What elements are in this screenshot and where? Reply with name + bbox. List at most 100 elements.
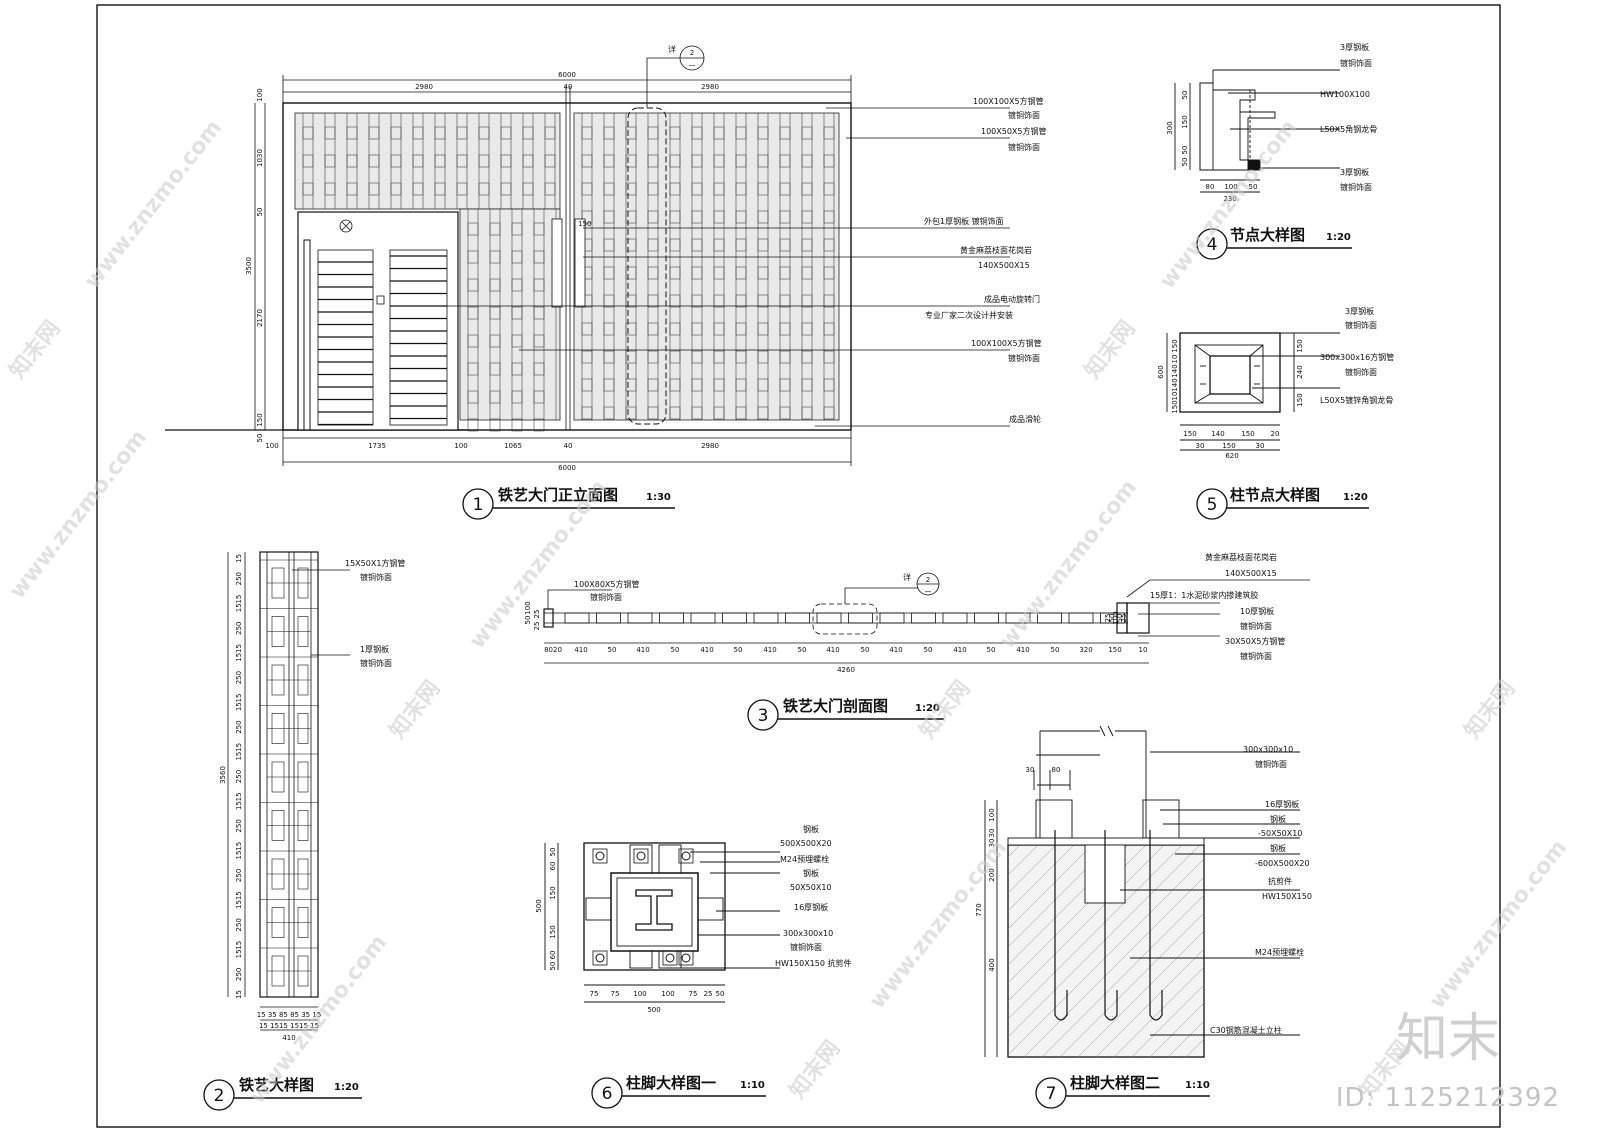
lattice-cell xyxy=(823,406,835,420)
section3-callout-sub: — xyxy=(925,587,932,595)
elevation-dim-top: 2980 xyxy=(415,83,433,91)
detail2-dim-right: 15 xyxy=(235,603,243,612)
lattice-cell xyxy=(691,378,703,392)
section-bar xyxy=(848,612,873,624)
lattice-cell xyxy=(603,322,615,336)
detail7-drawing xyxy=(984,725,1300,1058)
lattice-cell xyxy=(757,126,769,140)
section3-dim: 410 xyxy=(636,646,649,654)
detail7-labels: 300x300x10 镀铜饰面 16厚钢板 钢板 -50X50X10 钢板 -6… xyxy=(975,745,1312,1035)
lattice-cell xyxy=(779,322,791,336)
lattice-cell xyxy=(489,222,501,236)
lattice-cell xyxy=(823,126,835,140)
detail6-note: 16厚钢板 xyxy=(794,902,828,912)
elevation-dim-bottom: 2980 xyxy=(701,442,719,450)
section-bar xyxy=(659,612,684,624)
hatch-line xyxy=(1131,984,1204,1057)
anchor-bar xyxy=(1104,830,1118,1021)
section3-dim: 8020 xyxy=(544,646,562,654)
section-bar xyxy=(1100,612,1125,624)
lattice-cell xyxy=(390,182,402,196)
hatch-line xyxy=(1008,845,1057,894)
detail2-dim-right: 250 xyxy=(235,918,243,931)
elevation-dim-left: 50 xyxy=(256,434,264,443)
lattice-cell xyxy=(625,126,637,140)
section3-note: 黄金麻荔枝面花岗岩 xyxy=(1205,552,1277,562)
detail6-dim-bottom-total: 500 xyxy=(647,1006,660,1014)
anchor-bolts xyxy=(1054,830,1163,1021)
drawing-titles: 1 铁艺大门正立面图 1:30 2 铁艺大样图 1:20 3 铁艺大门剖面图 1… xyxy=(203,226,1369,1111)
hatch-line xyxy=(1008,845,1183,1020)
lattice-cell xyxy=(779,350,791,364)
hatch-line xyxy=(1008,858,1204,1056)
elevation-note: 专业厂家二次设计并安装 xyxy=(925,310,1013,320)
detail4-dim-bottom: 100 xyxy=(1224,183,1237,191)
detail5-dim-bottom-total: 620 xyxy=(1225,452,1238,460)
lattice-cell xyxy=(603,294,615,308)
lattice-cell xyxy=(522,126,534,140)
lattice-cell xyxy=(823,294,835,308)
detail4-dim-bottom-total: 230 xyxy=(1223,195,1236,203)
lattice-cell xyxy=(500,154,512,168)
lattice-cell xyxy=(302,182,314,196)
lattice-cell xyxy=(757,350,769,364)
lattice-cell xyxy=(669,378,681,392)
detail7-note: 抗剪件 xyxy=(1268,876,1292,886)
detail6-dim-left: 60 xyxy=(549,862,557,871)
lattice-cell xyxy=(823,154,835,168)
lattice-cell xyxy=(713,322,725,336)
hatch-line xyxy=(1095,948,1204,1057)
lattice-cell xyxy=(581,182,593,196)
section3-dim: 50 xyxy=(734,646,743,654)
elevation-note: 镀铜饰面 xyxy=(1008,110,1040,120)
lattice-cell xyxy=(669,294,681,308)
section3-callout-num: 2 xyxy=(926,576,930,584)
detail5-note: L50X5镀锌角钢龙骨 xyxy=(1320,395,1393,405)
title-number: 6 xyxy=(602,1084,613,1104)
anchor-bar xyxy=(1149,830,1163,1021)
section3-dim: 410 xyxy=(953,646,966,654)
detail5-dim-bottom: 20 xyxy=(1271,430,1280,438)
section3-dim: 50 xyxy=(1051,646,1060,654)
elevation-dim-top: 40 xyxy=(564,83,573,91)
lattice-cell xyxy=(346,126,358,140)
detail2-pattern xyxy=(260,559,318,987)
detail6-dim-bottom: 50 xyxy=(716,990,725,998)
lattice-cell xyxy=(302,154,314,168)
detail2-dim-bottom-total: 410 xyxy=(282,1034,295,1042)
title-number-circle xyxy=(1196,228,1228,260)
title-number: 5 xyxy=(1207,495,1218,515)
detail6-note: 50X50X10 xyxy=(790,883,832,892)
detail4-dim-left: 50 xyxy=(1181,91,1189,100)
detail6-note: 镀铜饰面 xyxy=(790,942,822,952)
section-bar xyxy=(785,612,810,624)
elevation-callout-label: 详 xyxy=(668,44,676,54)
lattice-cell xyxy=(801,238,813,252)
detail5-note: 3厚钢板 xyxy=(1345,306,1374,316)
lattice-cell xyxy=(691,266,703,280)
section3-dim-left: 50 xyxy=(524,616,532,625)
title-text: 柱脚大样图二 xyxy=(1070,1074,1160,1092)
detail2-dim-right: 15 xyxy=(235,702,243,711)
detail5-dim-bottom: 140 xyxy=(1211,430,1224,438)
lattice-cell xyxy=(581,210,593,224)
lattice-cell xyxy=(511,222,523,236)
title-number-circle xyxy=(1196,488,1228,520)
hatch-line xyxy=(1113,966,1204,1057)
lattice-cell xyxy=(581,126,593,140)
elevation-note: 成品滑轮 xyxy=(1009,414,1041,424)
lattice-cell xyxy=(511,390,523,404)
detail2-drawing xyxy=(227,551,350,1031)
section3-dim: 410 xyxy=(574,646,587,654)
title-number-circle xyxy=(747,699,779,731)
lattice-cell xyxy=(368,182,380,196)
lattice-cell xyxy=(779,378,791,392)
lattice-cell xyxy=(779,406,791,420)
lattice-cell xyxy=(434,182,446,196)
lattice-cell xyxy=(478,182,490,196)
detail2-dim-right: 15 xyxy=(235,990,243,999)
detail5-dim-left: 150 xyxy=(1171,339,1179,352)
section3-note: 30X50X5方钢管 xyxy=(1225,636,1285,646)
lattice-cell xyxy=(581,378,593,392)
detail6-note: 500X500X20 xyxy=(780,839,832,848)
